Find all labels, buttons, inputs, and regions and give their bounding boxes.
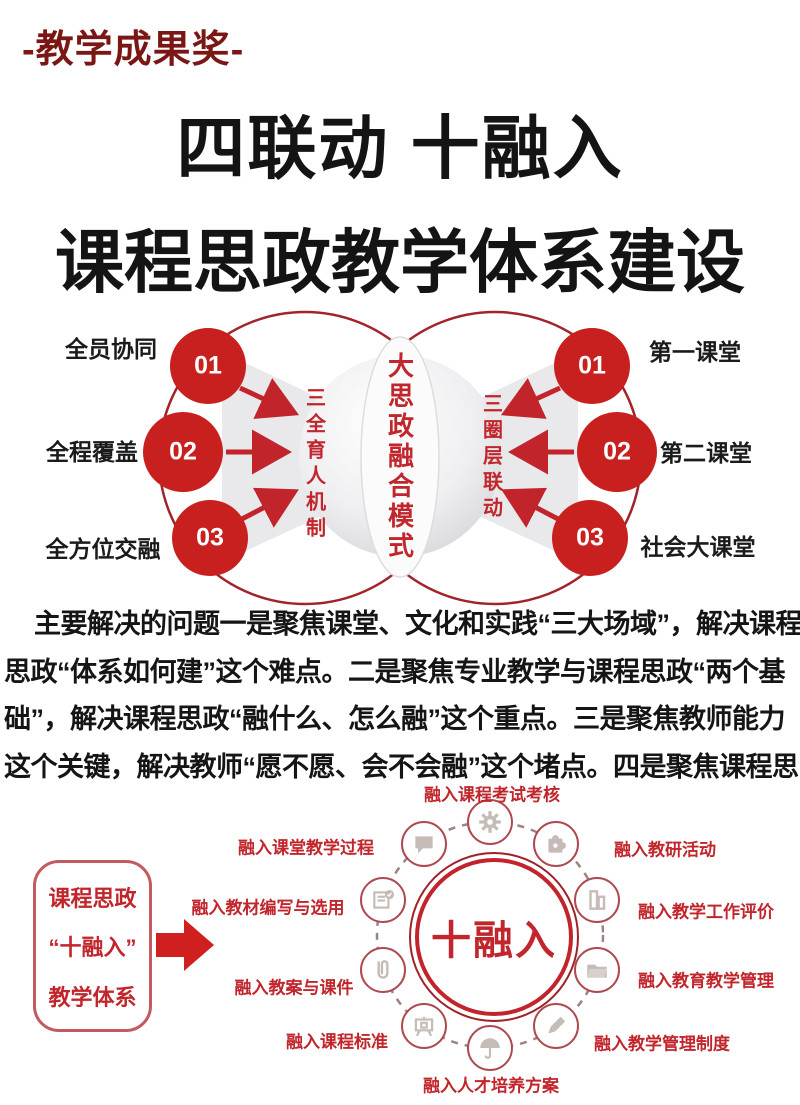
hub-label: 十融入 bbox=[431, 919, 557, 963]
bar-chart-icon bbox=[589, 890, 606, 910]
right-step-number-2: 02 bbox=[603, 437, 631, 466]
flow-arrow bbox=[156, 919, 214, 971]
umbrella-icon bbox=[480, 1038, 500, 1059]
integration-connectors bbox=[156, 820, 605, 1050]
label-textbook: 融入教材编写与选用 bbox=[191, 898, 345, 918]
node-mgmt-system bbox=[533, 1003, 579, 1049]
summary-paragraph: 主要解决的问题一是聚焦课堂、文化和实践“三大场域”，解决课程 思政“体系如何建”… bbox=[0, 601, 800, 791]
label-evaluation: 融入教学工作评价 bbox=[638, 902, 774, 922]
left-step-number-3: 03 bbox=[196, 523, 224, 552]
paragraph-line: 主要解决的问题一是聚焦课堂、文化和实践“三大场域”，解决课程 bbox=[34, 609, 800, 639]
puzzle-icon bbox=[548, 835, 566, 853]
right-arrow-1 bbox=[500, 378, 562, 419]
award-badge: -教学成果奖- bbox=[22, 29, 245, 71]
linkage-diagram: 01 02 03 01 02 03 全员协同 全程覆盖 全方位交融 第一课堂 第… bbox=[0, 300, 800, 612]
left-arrow-1 bbox=[238, 378, 300, 419]
source-box-line2: “十融入” bbox=[48, 935, 137, 960]
source-box: 课程思政 “十融入” 教学体系 bbox=[33, 860, 152, 1032]
left-step-number-2: 02 bbox=[169, 437, 197, 466]
page-title-line2: 课程思政教学体系建设 bbox=[55, 224, 745, 301]
label-mgmt-system: 融入教学管理制度 bbox=[594, 1034, 730, 1054]
right-step-circle-1 bbox=[554, 328, 630, 404]
left-step-number-1: 01 bbox=[194, 351, 222, 380]
label-lesson-plan: 融入教案与课件 bbox=[234, 978, 354, 998]
node-research bbox=[533, 821, 579, 867]
right-step-number-1: 01 bbox=[578, 351, 606, 380]
right-step-circle-3 bbox=[552, 500, 628, 576]
paragraph-line: 这个关键，解决教师“愿不愿、会不会融”这个堵点。四是聚焦课程思 bbox=[4, 751, 799, 782]
right-step-circle-2 bbox=[577, 412, 657, 492]
paragraph-line: 思政“体系如何建”这个难点。二是聚焦专业教学与课程思政“两个基 bbox=[4, 656, 786, 687]
node-exam bbox=[467, 799, 513, 845]
left-step-circle-3 bbox=[172, 500, 248, 576]
right-label-2: 第二课堂 bbox=[660, 440, 752, 466]
paragraph-line: 础”，解决课程思政“融什么、怎么融”这个重点。三是聚焦教师能力 bbox=[4, 704, 786, 734]
left-step-circle-2 bbox=[143, 412, 223, 492]
left-axis-text: 三全育人机制 bbox=[302, 387, 325, 543]
speech-bubble-icon bbox=[415, 836, 433, 854]
center-sphere-text: 大思政融合模式 bbox=[384, 352, 415, 562]
label-standard: 融入课程标准 bbox=[286, 1032, 388, 1052]
center-lens bbox=[360, 336, 440, 578]
label-edu-management: 融入教育教学管理 bbox=[638, 971, 774, 991]
left-label-1: 全员协同 bbox=[65, 336, 157, 362]
paperclip-icon bbox=[377, 960, 389, 979]
right-label-1: 第一课堂 bbox=[649, 339, 741, 365]
node-edu-management bbox=[574, 947, 620, 993]
right-axis-text: 三圈层联动 bbox=[479, 393, 502, 523]
hub-circle: 十融入 bbox=[415, 858, 573, 1016]
folder-icon bbox=[587, 964, 607, 978]
node-talent-plan bbox=[467, 1025, 513, 1071]
gear-icon bbox=[479, 811, 501, 833]
node-evaluation bbox=[574, 877, 620, 923]
node-textbook bbox=[360, 877, 406, 923]
left-step-circle-1 bbox=[170, 328, 246, 404]
linkage-diagram-graphic bbox=[143, 310, 657, 606]
source-box-line1: 课程思政 bbox=[48, 885, 137, 911]
left-label-3: 全方位交融 bbox=[45, 536, 161, 562]
right-arrow-3 bbox=[501, 487, 562, 528]
easel-icon bbox=[414, 1016, 434, 1037]
right-label-3: 社会大课堂 bbox=[640, 534, 756, 560]
node-lesson-plan bbox=[360, 947, 406, 993]
label-research: 融入教研活动 bbox=[614, 840, 716, 860]
label-exam: 融入课程考试考核 bbox=[424, 785, 560, 805]
source-box-line3: 教学体系 bbox=[48, 984, 137, 1010]
integration-diagram: 课程思政 “十融入” 教学体系 十融入 bbox=[0, 780, 800, 1105]
page-title-line1: 四联动 十融入 bbox=[176, 110, 624, 187]
label-classroom: 融入课堂教学过程 bbox=[238, 838, 374, 858]
node-standard bbox=[401, 1003, 447, 1049]
left-label-2: 全程覆盖 bbox=[46, 439, 138, 465]
node-classroom bbox=[401, 821, 447, 867]
right-step-number-3: 03 bbox=[576, 523, 604, 552]
left-arrow-3 bbox=[238, 487, 299, 528]
dashed-ring bbox=[375, 820, 605, 1050]
document-check-icon bbox=[373, 890, 395, 909]
label-talent-plan: 融入人才培养方案 bbox=[423, 1076, 559, 1096]
pencil-icon bbox=[548, 1016, 566, 1034]
